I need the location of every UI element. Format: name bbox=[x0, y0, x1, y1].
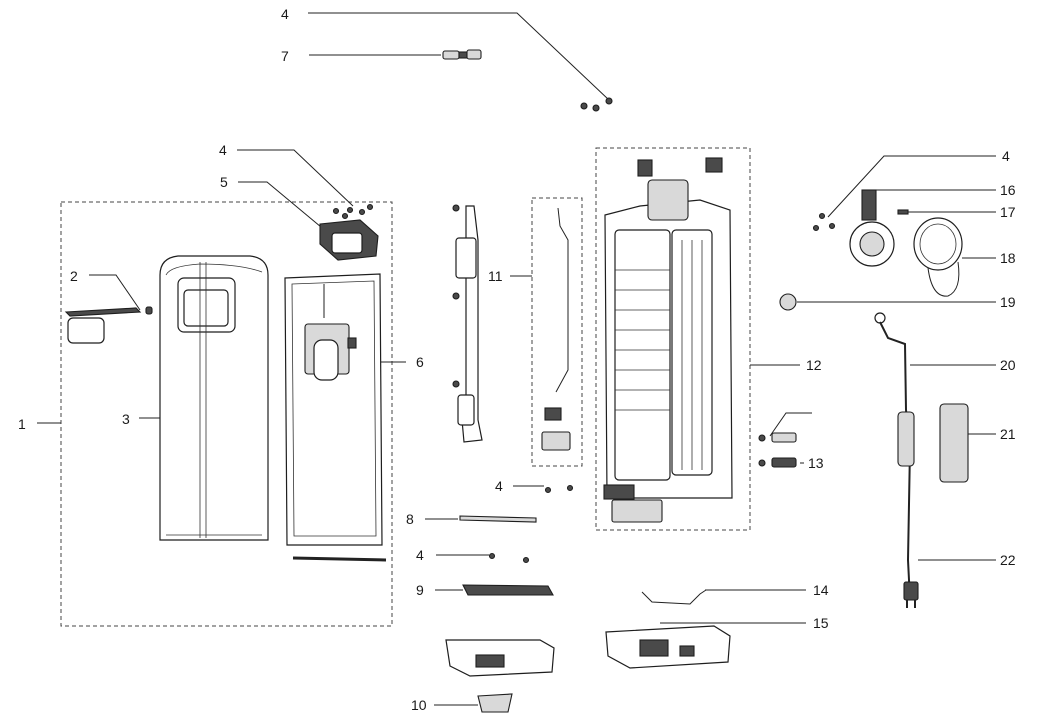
part-19-grommet bbox=[779, 293, 797, 311]
callout-3: 3 bbox=[122, 411, 130, 427]
part-15-base-right bbox=[605, 625, 731, 669]
callout-11: 11 bbox=[488, 268, 503, 284]
callout-4-right: 4 bbox=[1002, 148, 1010, 164]
callout-1: 1 bbox=[18, 416, 26, 432]
part-13-connectors bbox=[758, 432, 797, 468]
callout-16: 16 bbox=[1000, 182, 1016, 198]
callout-17: 17 bbox=[1000, 204, 1016, 220]
callout-4-middle: 4 bbox=[495, 478, 503, 494]
part-12-main-body bbox=[603, 157, 733, 523]
part-11-harness bbox=[541, 207, 571, 451]
callout-12: 12 bbox=[806, 357, 822, 373]
callout-14: 14 bbox=[813, 582, 829, 598]
callout-22: 22 bbox=[1000, 552, 1016, 568]
part-side-rail bbox=[452, 204, 483, 443]
part-9-plate bbox=[462, 584, 554, 596]
part-back-frame bbox=[284, 273, 387, 562]
part-10-cover bbox=[477, 693, 513, 713]
callout-13: 13 bbox=[808, 455, 824, 471]
part-20-cord bbox=[874, 312, 915, 601]
callout-20: 20 bbox=[1000, 357, 1016, 373]
callout-18: 18 bbox=[1000, 250, 1016, 266]
part-16-bracket bbox=[812, 189, 895, 267]
part-8-bar bbox=[459, 515, 537, 523]
part-17-screw bbox=[897, 209, 909, 215]
callout-6: 6 bbox=[416, 354, 424, 370]
part-18-ring bbox=[913, 217, 963, 297]
group-box-part-11 bbox=[531, 197, 583, 467]
callout-4-upper-left: 4 bbox=[219, 142, 227, 158]
screws-middle bbox=[488, 484, 574, 564]
callout-8: 8 bbox=[406, 511, 414, 527]
group-box-part-12 bbox=[595, 147, 751, 531]
callout-7: 7 bbox=[281, 48, 289, 64]
part-6-module bbox=[304, 284, 357, 381]
callout-15: 15 bbox=[813, 615, 829, 631]
part-22-plug bbox=[903, 581, 919, 608]
part-base-left bbox=[445, 639, 555, 677]
part-21-module bbox=[939, 403, 969, 483]
leader-lines bbox=[37, 12, 996, 706]
group-box-front-panel bbox=[60, 201, 393, 627]
callout-10: 10 bbox=[411, 697, 427, 713]
part-3-front-panel bbox=[159, 255, 269, 541]
screws-top bbox=[580, 97, 613, 112]
callout-2: 2 bbox=[70, 268, 78, 284]
callout-19: 19 bbox=[1000, 294, 1016, 310]
callout-21: 21 bbox=[1000, 426, 1016, 442]
callout-5: 5 bbox=[220, 174, 228, 190]
part-14-wire bbox=[641, 589, 707, 605]
callout-4-top: 4 bbox=[281, 6, 289, 22]
callout-4-lower: 4 bbox=[416, 547, 424, 563]
part-7-connector bbox=[442, 49, 482, 60]
part-2-bracket bbox=[64, 306, 153, 344]
part-5-box bbox=[319, 203, 379, 261]
callout-9: 9 bbox=[416, 582, 424, 598]
